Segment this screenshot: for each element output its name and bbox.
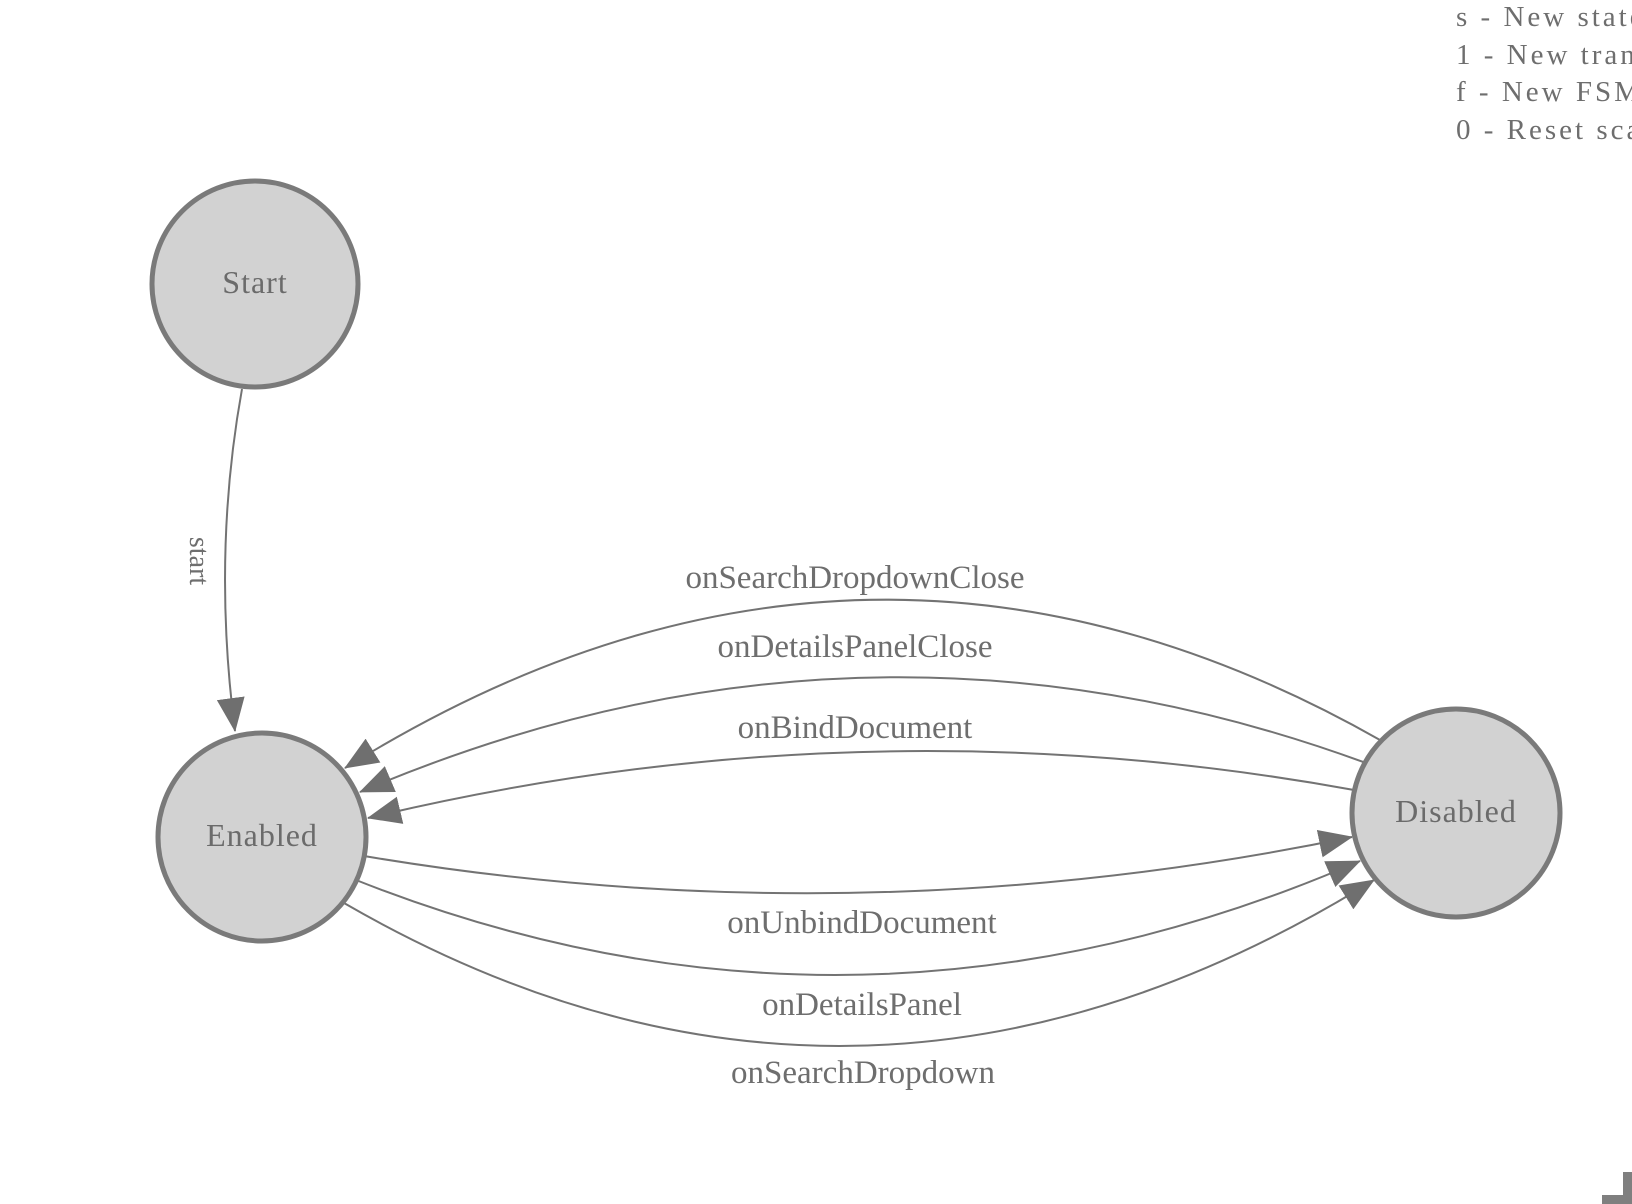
transition-edge-start[interactable] [216, 388, 245, 732]
state-node-enabled[interactable]: Enabled [155, 730, 369, 944]
transition-label-onUnbindDocument: onUnbindDocument [727, 905, 996, 941]
transition-edge-onDetailsPanelClose[interactable] [359, 676, 1367, 793]
transition-edge-onBindDocument[interactable] [367, 750, 1355, 824]
state-node-disabled[interactable]: Disabled [1349, 706, 1563, 920]
legend-line-new-fsm: f - New FSM [1456, 76, 1632, 108]
transition-edge-onSearchDropdownClose[interactable] [344, 598, 1381, 769]
state-node-start[interactable]: Start [149, 178, 361, 390]
shortcut-legend: s - New state 1 - New transition f - New… [1456, 1, 1632, 146]
transition-label-onSearchDropdownClose: onSearchDropdownClose [685, 560, 1024, 596]
transition-edge-onDetailsPanel[interactable] [355, 860, 1361, 976]
transition-label-onDetailsPanel: onDetailsPanel [762, 987, 962, 1023]
state-label-enabled: Enabled [206, 817, 318, 853]
transition-label-onSearchDropdown: onSearchDropdown [731, 1055, 995, 1091]
transition-label-onBindDocument: onBindDocument [738, 710, 973, 746]
canvas-corner-mark [1602, 1172, 1632, 1204]
legend-line-new-state: s - New state [1456, 1, 1632, 33]
state-circle-enabled[interactable] [155, 730, 369, 944]
transition-label-onDetailsPanelClose: onDetailsPanelClose [718, 629, 993, 665]
transition-edge-onSearchDropdown[interactable] [343, 879, 1375, 1047]
legend-line-new-transition: 1 - New transition [1456, 39, 1632, 71]
state-label-start: Start [222, 264, 287, 300]
transition-edge-onUnbindDocument[interactable] [363, 829, 1353, 895]
state-label-disabled: Disabled [1395, 793, 1517, 829]
legend-line-reset-scale: 0 - Reset scale [1456, 114, 1632, 146]
transition-label-start: start [183, 537, 214, 585]
state-circle-start[interactable] [149, 178, 361, 390]
state-circle-disabled[interactable] [1349, 706, 1563, 920]
